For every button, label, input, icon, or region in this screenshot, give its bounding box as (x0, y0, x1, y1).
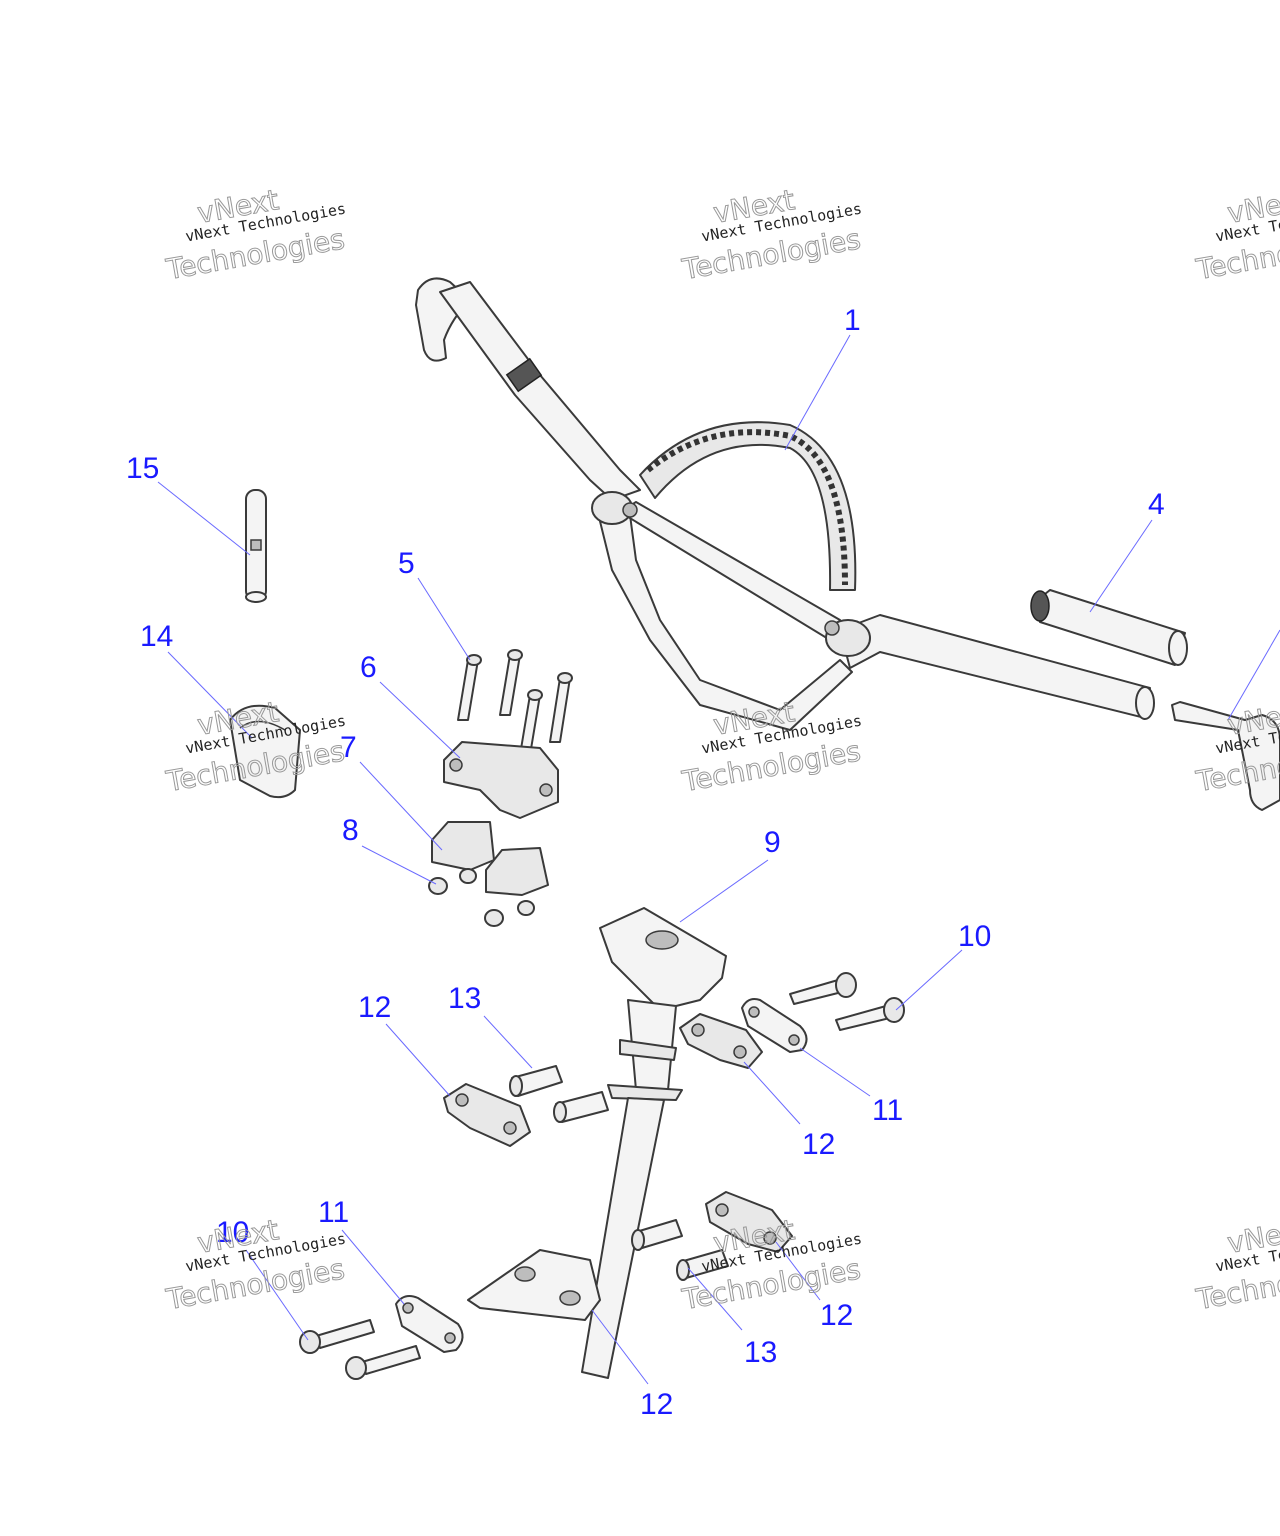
callout-1: 1 (844, 304, 861, 337)
callout-5: 5 (398, 547, 415, 580)
callout-12-left: 12 (358, 991, 391, 1024)
upper-plate-part (741, 998, 808, 1053)
watermark-top-right: vNext vNext Technologies Technologies (1193, 183, 1280, 287)
callout-13-lower: 13 (744, 1336, 777, 1369)
watermark-bottom-right: vNext vNext Technologies Technologies (1193, 1213, 1280, 1317)
upper-bolts-part (789, 972, 905, 1031)
bushings-part (428, 868, 535, 927)
watermark-top-left: vNext vNext Technologies Technologies (163, 183, 348, 287)
upper-clamp-right-part (679, 1013, 763, 1069)
clamp-lower-right-part (705, 1191, 793, 1253)
callout-10-lower: 10 (216, 1216, 249, 1249)
callout-7: 7 (340, 731, 357, 764)
leader-lines (157, 334, 1280, 1385)
clamp-left-part (443, 1083, 531, 1147)
clamp-bolts (457, 649, 573, 756)
lower-plate-part (395, 1295, 464, 1353)
handlebar-part (415, 277, 1155, 731)
callout-14: 14 (140, 620, 173, 653)
callout-4: 4 (1148, 488, 1165, 521)
callout-11-lower: 11 (318, 1196, 349, 1229)
steering-post-part (467, 907, 727, 1379)
watermark-mid-left: vNext vNext Technologies Technologies (163, 695, 348, 799)
callout-12-bottom: 12 (640, 1388, 673, 1421)
pin-part (245, 489, 267, 603)
callout-13-upper: 13 (448, 982, 481, 1015)
callout-6: 6 (360, 651, 377, 684)
lower-clamp-part (431, 821, 549, 896)
callout-9: 9 (764, 826, 781, 859)
spacers-part (509, 1065, 729, 1281)
callout-15: 15 (126, 452, 159, 485)
lower-bolts-part (299, 1319, 421, 1380)
throttle-part (1171, 701, 1280, 811)
callout-12-lower-right: 12 (820, 1299, 853, 1332)
watermark-top-center: vNext vNext Technologies Technologies (679, 183, 864, 287)
callout-8: 8 (342, 814, 359, 847)
callout-numbers: 1 4 5 6 7 8 9 10 11 12 12 13 15 14 11 10… (126, 304, 1165, 1421)
top-clamp-part (443, 741, 559, 819)
grip-part (1030, 589, 1188, 666)
callout-10-upper: 10 (958, 920, 991, 953)
watermark-mid-right: vNext vNext Technologies Technologies (1193, 695, 1280, 799)
cover-part (229, 704, 301, 799)
callout-11-upper: 11 (872, 1094, 903, 1127)
callout-12-upper-right: 12 (802, 1128, 835, 1161)
